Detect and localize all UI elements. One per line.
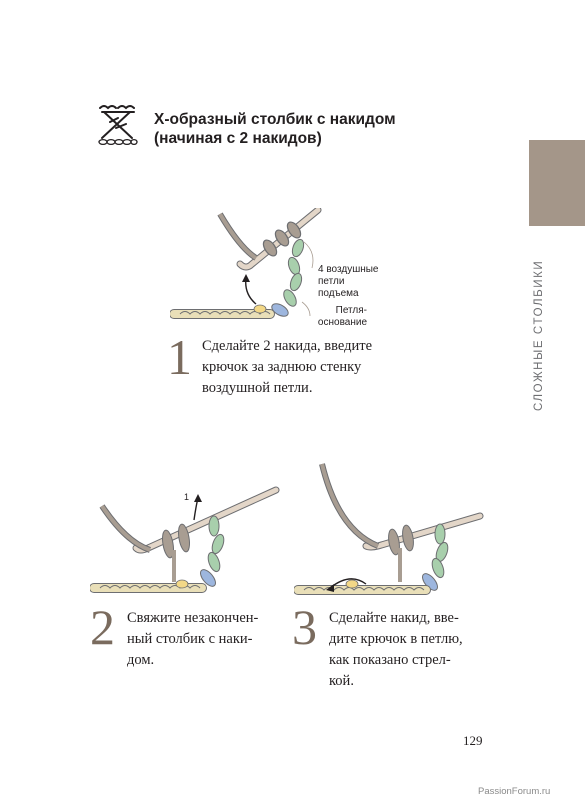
step-3-line-3: как показано стрел- [329, 652, 451, 668]
step-1-illustration [170, 208, 322, 319]
step-1-line-1: Сделайте 2 накида, введите [202, 338, 373, 354]
step-3-text: Сделайте накид, вве- дите крючок в петлю… [329, 608, 463, 692]
step-2-number: 2 [90, 599, 115, 655]
annotation-base: Петля-основание [317, 305, 367, 328]
step-2-illustration: 1 [90, 486, 280, 593]
step-3-illustration [294, 463, 484, 595]
step-2-text: Свяжите незакончен- ный столбик с наки- … [127, 608, 258, 671]
step-2-arrow-label: 1 [184, 492, 189, 502]
chapter-tab [529, 140, 585, 226]
step-1-text: Сделайте 2 накида, введите крючок за зад… [202, 336, 372, 399]
title-line-2: (начиная с 2 накидов) [154, 130, 322, 147]
page-title: Х-образный столбик с накидом (начиная с … [154, 110, 454, 148]
step-2-line-3: дом. [127, 652, 155, 668]
step-3-line-1: Сделайте накид, вве- [329, 610, 459, 626]
step-1-line-3: воздушной петли. [202, 380, 313, 396]
step-3-number: 3 [292, 599, 317, 655]
chapter-side-label: СЛОЖНЫЕ СТОЛБИКИ [533, 260, 545, 412]
step-3-line-4: кой. [329, 673, 354, 689]
step-1-line-2: крючок за заднюю стенку [202, 359, 362, 375]
watermark: PassionForum.ru [478, 786, 551, 797]
title-line-1: Х-образный столбик с накидом [154, 111, 396, 128]
crossed-double-crochet-icon [98, 105, 138, 146]
step-2-line-2: ный столбик с наки- [127, 631, 253, 647]
step-3-line-2: дите крючок в петлю, [329, 631, 463, 647]
page-number: 129 [463, 733, 483, 748]
step-1-number: 1 [167, 329, 192, 385]
step-2-line-1: Свяжите незакончен- [127, 610, 259, 626]
